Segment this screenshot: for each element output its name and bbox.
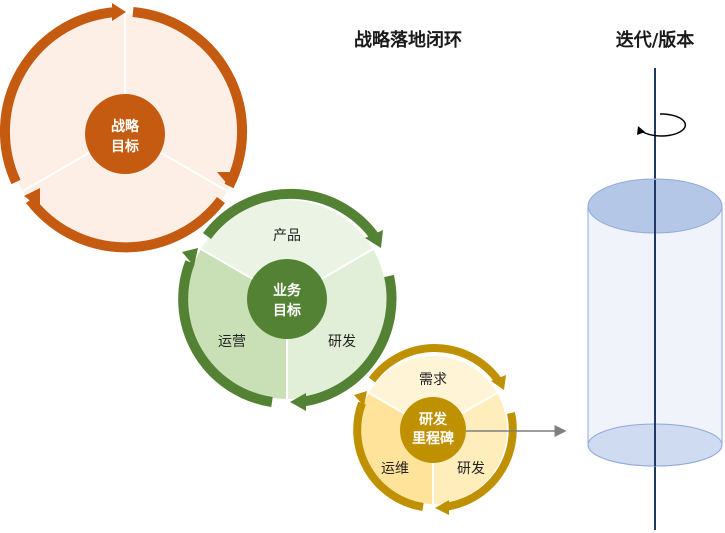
rnd-arc-3 <box>353 401 424 511</box>
strategy-arrowhead-3 <box>112 3 126 21</box>
business-segment-product <box>201 200 373 299</box>
rnd-segment-label-ops: 运维 <box>381 461 409 477</box>
business-segment-label-ops: 运营 <box>218 334 246 350</box>
strategy-arrowhead-1 <box>217 172 237 186</box>
business-arrowhead-2 <box>290 393 306 411</box>
business-center <box>247 259 327 339</box>
rnd-arrowhead-3 <box>354 391 367 406</box>
business-arc-3 <box>178 260 273 407</box>
strategy-center-label-1: 战略 <box>111 118 140 135</box>
strategy-arrowhead-2 <box>24 188 40 208</box>
business-center-label-1: 业务 <box>273 282 302 299</box>
strategy-cycle: 战略 目标 <box>0 3 248 253</box>
rnd-arc-2 <box>443 412 517 511</box>
business-arrowhead-3 <box>182 248 198 266</box>
business-center-label-2: 目标 <box>273 302 301 319</box>
rnd-cycle: 研发 里程碑 需求 研发 运维 <box>353 344 517 515</box>
business-arrowhead-1 <box>365 230 383 248</box>
strategy-arc-2 <box>26 196 225 253</box>
rnd-arrowhead-2 <box>435 500 449 515</box>
strategy-arc-3 <box>0 7 117 185</box>
strategy-arc-1 <box>132 7 248 189</box>
business-cycle: 业务 目标 产品 研发 运营 <box>178 188 397 411</box>
rnd-segment-label-demand: 需求 <box>419 372 447 388</box>
rnd-center-label-1: 研发 <box>419 411 448 428</box>
rnd-arrowhead-1 <box>491 375 506 390</box>
business-segment-label-rnd: 研发 <box>328 334 356 350</box>
rotation-arrow-head-icon <box>637 126 645 135</box>
business-segment-label-product: 产品 <box>273 228 301 244</box>
strategy-center-label-2: 目标 <box>111 138 139 155</box>
rnd-center <box>400 397 466 463</box>
rnd-segment-demand <box>369 356 497 430</box>
iteration-title: 迭代/版本 <box>616 29 695 51</box>
strategy-loop-title: 战略落地闭环 <box>354 29 462 51</box>
version-cylinder <box>587 68 723 530</box>
strategy-center <box>85 94 165 174</box>
business-arc-1 <box>202 188 382 243</box>
business-arc-2 <box>299 274 397 407</box>
rnd-center-label-2: 里程碑 <box>412 430 454 447</box>
rnd-arc-1 <box>368 344 504 386</box>
rnd-segment-label-rnd: 研发 <box>457 461 485 477</box>
rotation-arrow-icon <box>639 113 687 137</box>
